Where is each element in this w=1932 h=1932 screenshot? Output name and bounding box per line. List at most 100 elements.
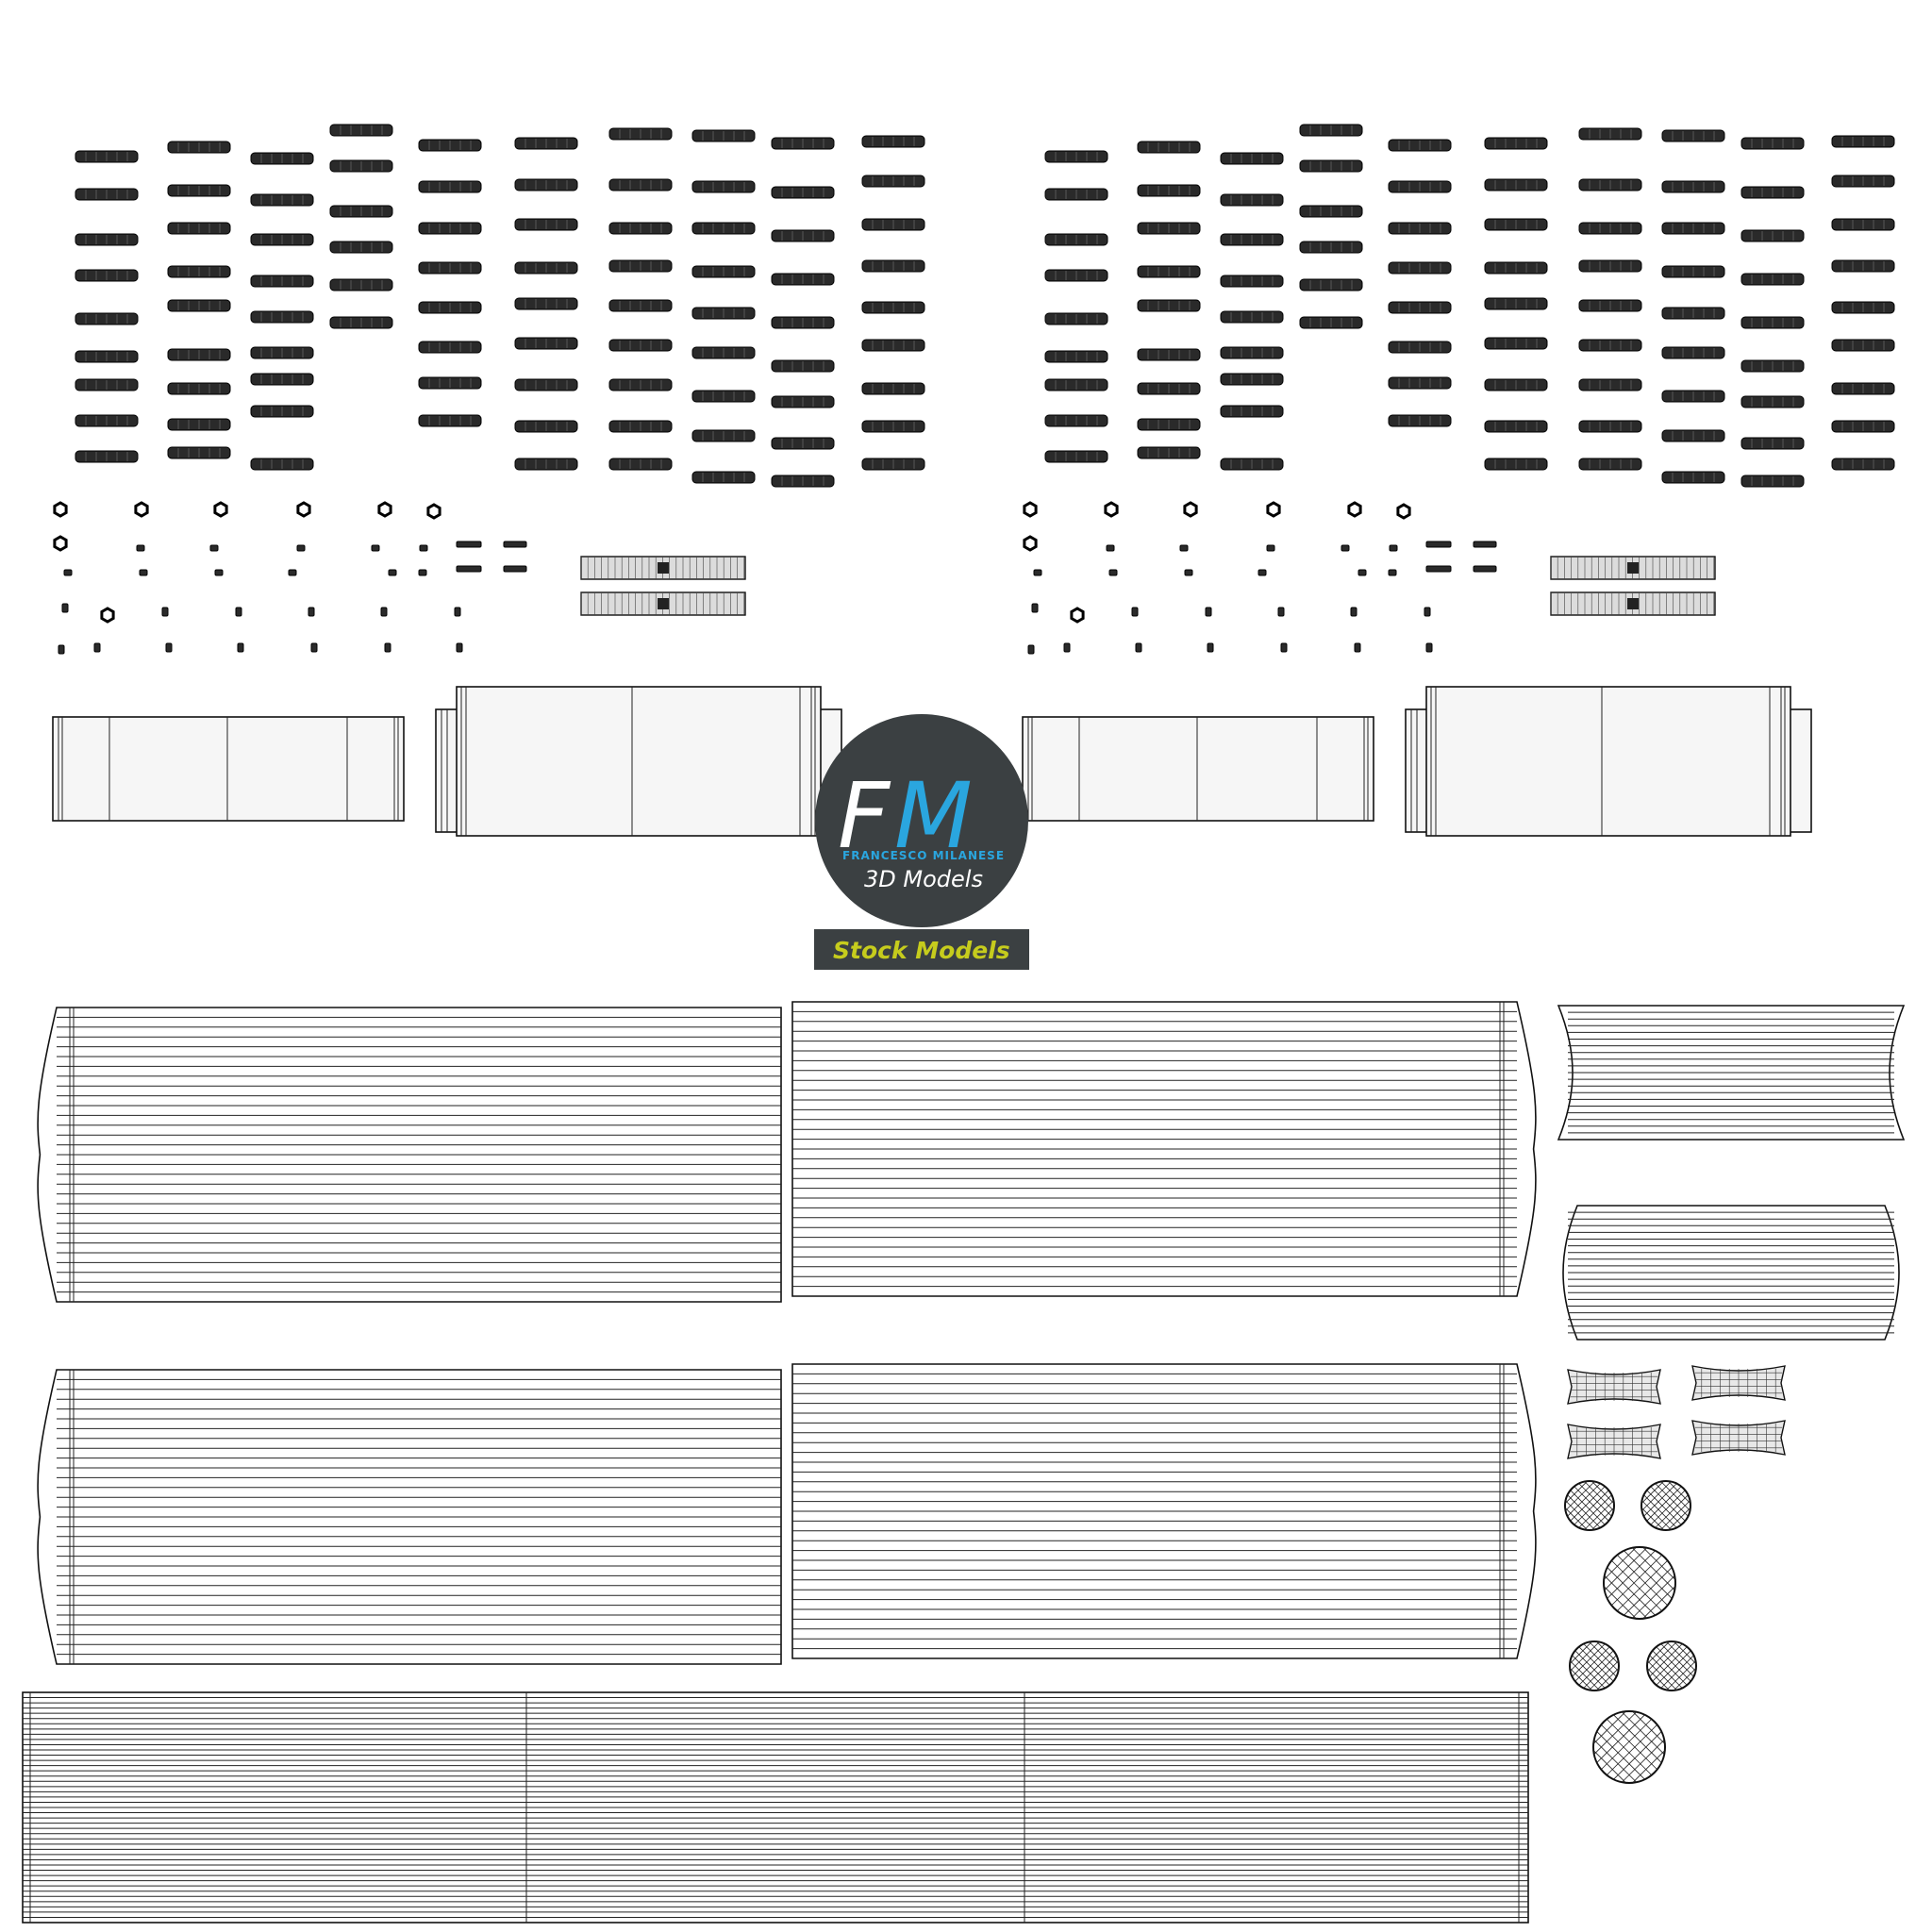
cylinder-uv-island: [1044, 350, 1108, 363]
hex-nut-island: [1104, 501, 1119, 518]
hex-nut-island: [1347, 501, 1362, 518]
middle-panel: [1425, 686, 1791, 837]
bolt-mark: [380, 607, 388, 617]
bolt-mark: [1257, 569, 1267, 576]
cylinder-uv-island: [1388, 261, 1452, 275]
side-wave-panel-outline: [1557, 1005, 1906, 1141]
cylinder-uv-island: [250, 373, 314, 386]
cylinder-uv-island: [1299, 159, 1363, 173]
side-wave-panel: [1562, 1205, 1900, 1341]
middle-panel-outline: [1022, 716, 1374, 822]
logo-tagline: 3D Models: [864, 866, 983, 892]
hex-nut-outline: [1347, 501, 1362, 518]
cylinder-uv-island: [861, 420, 925, 433]
hex-nut-outline: [1396, 503, 1411, 520]
disc-edge: [1574, 1486, 1609, 1522]
cylinder-uv-island: [1137, 446, 1201, 459]
cylinder-uv-island: [1220, 405, 1284, 418]
bolt-mark: [503, 565, 527, 573]
cylinder-uv-island: [1299, 316, 1363, 329]
bolt-mark: [388, 569, 397, 576]
disc-edge: [1646, 1490, 1682, 1525]
cylinder-uv-island: [771, 186, 835, 199]
disc-edge: [1656, 1650, 1691, 1686]
cylinder-uv-island: [861, 175, 925, 188]
cylinder-uv-island: [329, 241, 393, 254]
cylinder-uv-island: [1740, 186, 1805, 199]
disc-edge: [1643, 1494, 1677, 1528]
disc-edge: [1570, 1668, 1592, 1690]
disc-edge: [1565, 1481, 1595, 1511]
cylinder-uv-island: [608, 299, 673, 312]
cylinder-uv-island: [1484, 178, 1548, 192]
cylinder-uv-island: [1044, 188, 1108, 201]
cylinder-uv-island: [1740, 316, 1805, 329]
cylinder-uv-island: [861, 259, 925, 273]
bolt-mark: [296, 544, 306, 552]
bolt-mark: [1031, 603, 1039, 613]
hex-nut-outline: [377, 501, 392, 518]
bolt-mark: [1027, 644, 1035, 655]
bolt-mark: [1063, 642, 1071, 653]
disc-edge: [1583, 1643, 1617, 1677]
bolt-mark: [1179, 544, 1189, 552]
disc-edge: [1596, 1668, 1619, 1690]
cylinder-uv-island: [514, 261, 578, 275]
fm-logo: F M FRANCESCO MILANESE 3D Models Stock M…: [814, 714, 1029, 970]
bolt-mark: [1389, 544, 1398, 552]
logo-badge-text: Stock Models: [833, 937, 1010, 964]
cylinder-uv-island: [1578, 299, 1642, 312]
disc-outline: [1603, 1546, 1676, 1620]
disc-edge: [1567, 1483, 1601, 1517]
cylinder-uv-island: [250, 458, 314, 471]
bolt-mark: [58, 644, 65, 655]
cylinder-uv-island: [1044, 269, 1108, 282]
logo-letter-f: F: [838, 763, 891, 869]
cylinder-uv-island: [771, 475, 835, 488]
cylinder-uv-island: [167, 299, 231, 312]
large-barrel-panel: [791, 1001, 1537, 1297]
hex-nut-island: [134, 501, 149, 518]
hex-nut-outline: [53, 501, 68, 518]
bolt-mark: [161, 607, 169, 617]
cylinder-uv-island: [167, 418, 231, 431]
disc-edge: [1596, 1731, 1645, 1780]
cylinder-uv-island: [418, 139, 482, 152]
cylinder-uv-island: [1661, 307, 1725, 320]
small-mesh-island: [1691, 1365, 1786, 1401]
cylinder-uv-island: [250, 310, 314, 324]
bolt-mark: [456, 565, 482, 573]
hex-nut-island: [1266, 501, 1281, 518]
long-strip-knot: [658, 562, 669, 574]
disc-edge: [1593, 1711, 1637, 1755]
hex-nut-outline: [134, 501, 149, 518]
cylinder-uv-island: [329, 124, 393, 137]
disc-uv-island: [1592, 1710, 1666, 1784]
cylinder-uv-island: [75, 269, 139, 282]
side-wave-panel: [1557, 1005, 1906, 1141]
disc-edge: [1607, 1550, 1656, 1599]
disc-outline: [1564, 1480, 1615, 1531]
disc-uv-island: [1641, 1480, 1691, 1531]
bolt-mark: [1108, 569, 1118, 576]
cylinder-uv-island: [1220, 373, 1284, 386]
small-mesh-island: [1691, 1420, 1786, 1456]
cylinder-uv-island: [1137, 184, 1201, 197]
disc-edge: [1578, 1646, 1614, 1682]
cylinder-uv-island: [1661, 265, 1725, 278]
disc-edge: [1668, 1507, 1690, 1530]
cylinder-uv-island: [691, 471, 756, 484]
bolt-mark: [1106, 544, 1115, 552]
cylinder-uv-island: [1578, 259, 1642, 273]
cylinder-uv-island: [861, 458, 925, 471]
disc-edge: [1578, 1650, 1614, 1686]
disc-edge: [1607, 1719, 1657, 1770]
disc-edge: [1617, 1560, 1668, 1611]
long-strip-island: [1550, 591, 1716, 616]
disc-edge: [1578, 1494, 1612, 1528]
bolt-mark: [456, 642, 463, 653]
disc-edge: [1570, 1641, 1600, 1672]
disc-edge: [1617, 1555, 1668, 1606]
logo-circle: [815, 714, 1028, 927]
disc-outline: [1641, 1480, 1691, 1531]
